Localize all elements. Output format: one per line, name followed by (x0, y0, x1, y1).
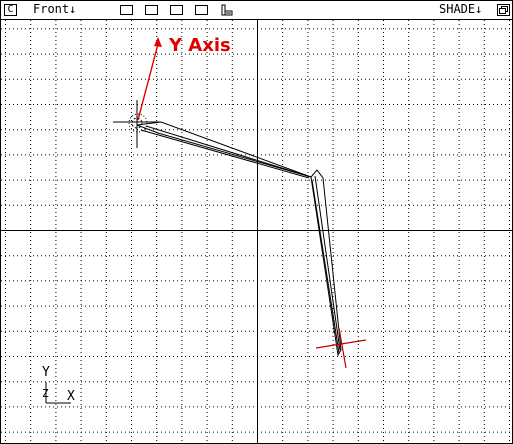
triad-x-label: X (67, 389, 75, 404)
view-menu[interactable]: Front↓ (33, 3, 76, 16)
viewport-titlebar: C Front↓ SHADE↓ (1, 1, 512, 20)
dropdown-arrow-icon: ↓ (475, 2, 483, 16)
front-viewport[interactable]: Y Axis Y Z X (1, 20, 512, 443)
shade-menu[interactable]: SHADE↓ (439, 3, 482, 16)
view-menu-label: Front (33, 2, 70, 16)
end-effector-cross-icon (315, 327, 367, 369)
maximize-restore-icon[interactable] (497, 4, 510, 16)
close-button[interactable]: C (4, 4, 17, 16)
y-axis-arrow-icon (137, 37, 162, 121)
triad-z-label: Z (42, 387, 49, 400)
coordinate-triad-icon (45, 382, 71, 404)
bone-model (136, 121, 342, 357)
y-axis-annotation: Y Axis (169, 35, 231, 56)
layout-button-4[interactable] (195, 5, 208, 15)
layout-button-3[interactable] (170, 5, 183, 15)
layout-button-2[interactable] (145, 5, 158, 15)
joint-pivot-icon (113, 100, 161, 148)
layout-button-1[interactable] (120, 5, 133, 15)
grid (1, 20, 512, 443)
triad-y-label: Y (42, 365, 50, 380)
shade-menu-label: SHADE (439, 2, 476, 16)
viewport-canvas (1, 20, 512, 443)
close-button-label: C (7, 4, 14, 15)
dropdown-arrow-icon: ↓ (69, 2, 77, 16)
viewport-tool-icon[interactable] (221, 4, 233, 17)
